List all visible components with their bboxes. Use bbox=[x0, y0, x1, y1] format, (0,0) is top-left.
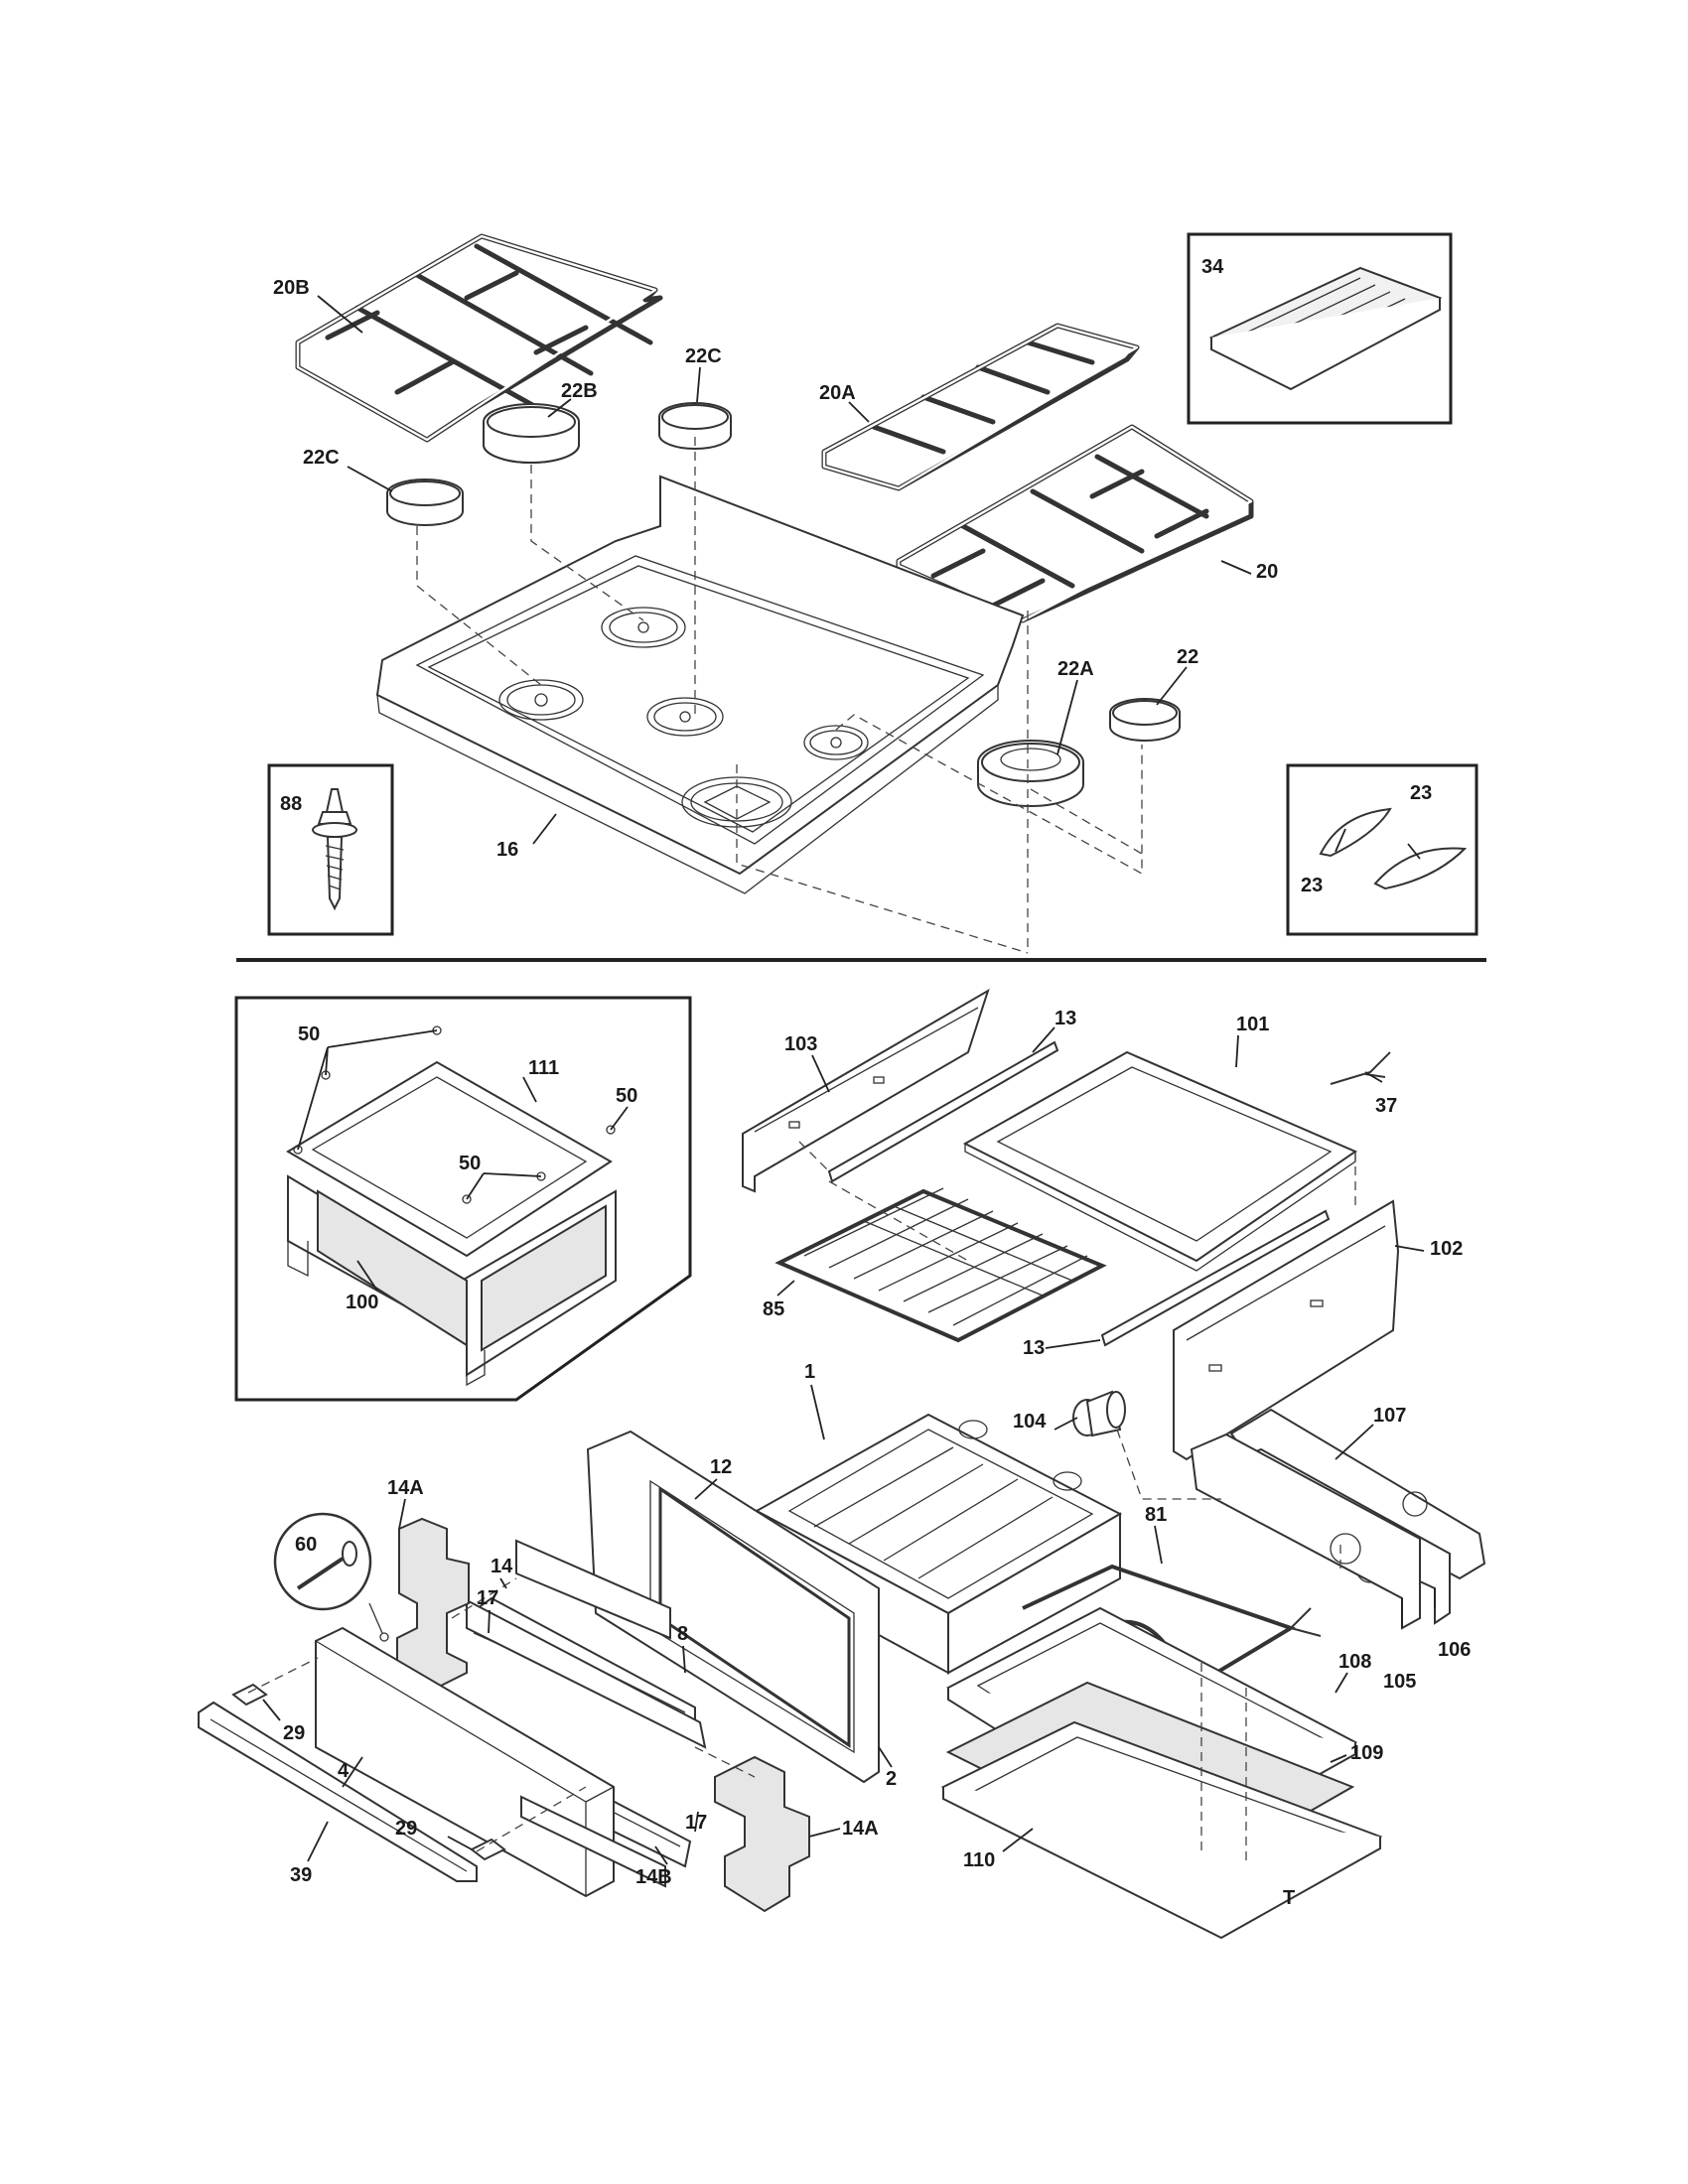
burner-cap-22c-top bbox=[658, 402, 732, 450]
insulation-14a-bottom bbox=[714, 1755, 810, 1913]
gasket-23-b bbox=[1373, 847, 1468, 890]
wire-37 bbox=[1330, 1051, 1391, 1085]
label-14b: 14B bbox=[635, 1866, 672, 1888]
burner-cap-22b bbox=[483, 403, 580, 464]
handle-cap-29-bottom bbox=[470, 1838, 506, 1861]
label-17-bottom: 17 bbox=[685, 1812, 707, 1834]
burner-cap-22 bbox=[1109, 698, 1181, 742]
label-20a: 20A bbox=[819, 382, 856, 404]
label-14a-bottom: 14A bbox=[842, 1818, 879, 1840]
inset-box-100 bbox=[234, 996, 692, 1402]
label-23-bottom: 23 bbox=[1301, 875, 1323, 896]
rail-13-top bbox=[827, 1040, 1059, 1183]
screw-callout-60 bbox=[273, 1512, 389, 1642]
label-2: 2 bbox=[886, 1768, 897, 1790]
griddle-box-34 bbox=[1187, 232, 1453, 425]
label-110: 110 bbox=[963, 1849, 995, 1871]
label-16: 16 bbox=[496, 839, 518, 861]
label-107: 107 bbox=[1373, 1405, 1406, 1427]
screw-box-88 bbox=[267, 763, 394, 936]
grate-20 bbox=[896, 424, 1254, 623]
label-111: 111 bbox=[528, 1057, 559, 1079]
label-29-bottom: 29 bbox=[395, 1818, 417, 1840]
label-34: 34 bbox=[1201, 256, 1224, 278]
burner-cap-22a bbox=[977, 740, 1084, 807]
griddle-34 bbox=[1208, 266, 1443, 391]
label-13-top: 13 bbox=[1055, 1008, 1076, 1029]
alignment-lines-top bbox=[416, 437, 1143, 954]
corner-mark: T bbox=[1283, 1887, 1295, 1909]
label-60: 60 bbox=[295, 1534, 317, 1556]
label-22: 22 bbox=[1177, 646, 1198, 668]
side-panel-103 bbox=[742, 988, 990, 1193]
label-50-right: 50 bbox=[616, 1085, 637, 1107]
glass-8 bbox=[466, 1598, 707, 1749]
insulation-14a-top bbox=[396, 1517, 470, 1690]
panel-111 bbox=[286, 1060, 613, 1258]
leader-lines bbox=[262, 295, 1436, 1865]
label-13-bottom: 13 bbox=[1023, 1337, 1045, 1359]
part-labels: 20B 22B 22C 22C 20A 20 34 22A 22 16 88 2… bbox=[273, 256, 1471, 1909]
drawer-body-100 bbox=[287, 1174, 617, 1387]
glass-panel-14 bbox=[515, 1539, 671, 1640]
alignment-lines-bottom bbox=[247, 1141, 1356, 1866]
oven-light-104 bbox=[1072, 1390, 1126, 1437]
cooktop-burner-port-4 bbox=[803, 725, 869, 760]
label-109: 109 bbox=[1350, 1742, 1383, 1764]
door-gasket-12 bbox=[658, 1486, 851, 1748]
glass-14b bbox=[520, 1795, 666, 1888]
bottom-cover-110 bbox=[940, 1720, 1383, 1940]
label-14: 14 bbox=[491, 1556, 513, 1577]
door-panel-4 bbox=[315, 1626, 615, 1898]
label-100: 100 bbox=[346, 1292, 378, 1313]
label-105: 105 bbox=[1383, 1671, 1416, 1693]
label-22b: 22B bbox=[561, 380, 598, 402]
label-102: 102 bbox=[1430, 1238, 1463, 1260]
screw-88 bbox=[312, 788, 357, 911]
label-22a: 22A bbox=[1057, 658, 1094, 680]
label-12: 12 bbox=[710, 1456, 732, 1478]
label-108: 108 bbox=[1338, 1651, 1371, 1673]
label-85: 85 bbox=[763, 1298, 784, 1320]
screws-50 bbox=[293, 1025, 616, 1204]
label-50-mid: 50 bbox=[459, 1153, 481, 1174]
label-14a-top: 14A bbox=[387, 1477, 424, 1499]
label-22c-top: 22C bbox=[685, 345, 722, 367]
cooktop-burner-port-2 bbox=[601, 607, 686, 648]
oven-rack-85 bbox=[774, 1187, 1107, 1343]
rail-13-bottom bbox=[1100, 1209, 1331, 1347]
label-37: 37 bbox=[1375, 1095, 1397, 1117]
label-20b: 20B bbox=[273, 277, 310, 299]
label-39: 39 bbox=[290, 1864, 312, 1886]
label-104: 104 bbox=[1013, 1411, 1047, 1433]
handle-cap-29-right bbox=[231, 1683, 268, 1706]
label-8: 8 bbox=[677, 1623, 688, 1645]
label-50-top: 50 bbox=[298, 1024, 320, 1045]
label-1: 1 bbox=[804, 1361, 815, 1383]
label-106: 106 bbox=[1438, 1639, 1471, 1661]
gasket-box-23 bbox=[1286, 763, 1478, 936]
label-22c-left: 22C bbox=[303, 447, 340, 469]
gasket-23-a bbox=[1319, 807, 1392, 858]
label-29-right: 29 bbox=[283, 1722, 305, 1744]
label-81: 81 bbox=[1145, 1504, 1167, 1526]
label-101: 101 bbox=[1236, 1014, 1269, 1035]
grate-20a bbox=[821, 323, 1140, 491]
label-88: 88 bbox=[280, 793, 302, 815]
door-handle-39 bbox=[198, 1701, 478, 1882]
side-panel-102 bbox=[1173, 1199, 1400, 1461]
back-panel-105 bbox=[1190, 1433, 1421, 1630]
label-20: 20 bbox=[1256, 561, 1278, 583]
label-17-top: 17 bbox=[477, 1587, 498, 1609]
cooktop-burner-port-1 bbox=[498, 679, 584, 721]
label-103: 103 bbox=[784, 1033, 817, 1055]
grate-20b bbox=[295, 233, 663, 443]
cooktop-burner-port-3 bbox=[646, 697, 724, 737]
cooktop-16 bbox=[375, 475, 1025, 894]
burner-cap-22c-left bbox=[386, 478, 464, 526]
label-4: 4 bbox=[338, 1760, 350, 1782]
label-23-top: 23 bbox=[1410, 782, 1432, 804]
